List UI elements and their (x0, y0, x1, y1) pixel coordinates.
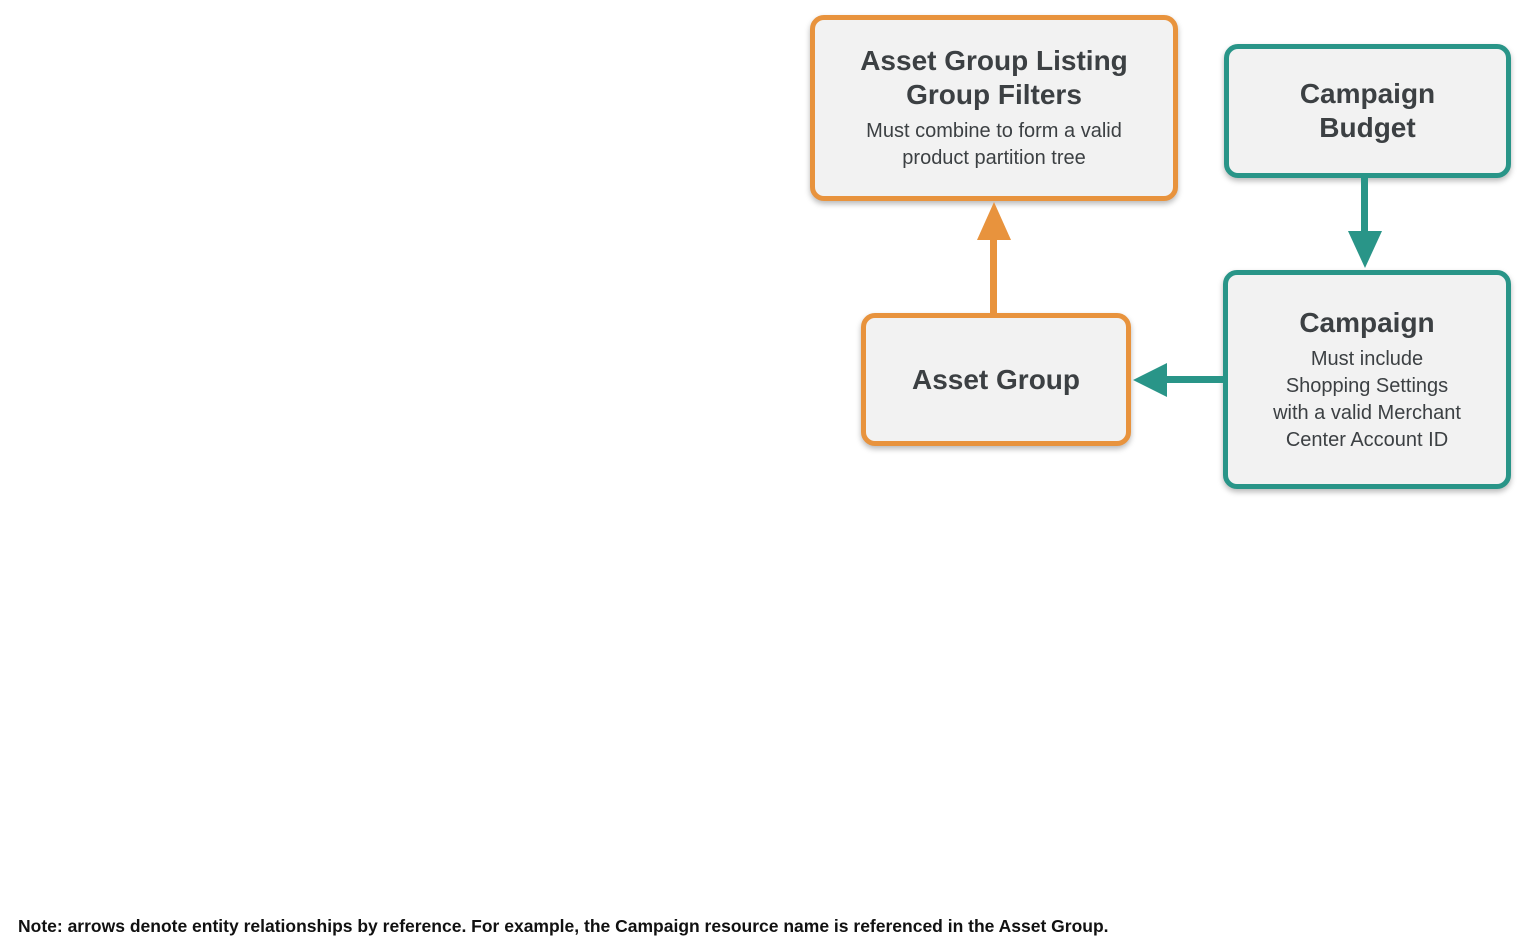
arrow-down-icon (1348, 231, 1382, 268)
arrow-up-icon (977, 202, 1011, 240)
arrow-shaft (1164, 376, 1224, 383)
arrow-shaft (1361, 177, 1368, 235)
arrow-left-icon (1133, 363, 1167, 397)
node-asset-group: Asset Group (861, 313, 1131, 446)
node-title: Asset Group Listing Group Filters (860, 45, 1128, 110)
footnote: Note: arrows denote entity relationships… (18, 916, 1109, 936)
arrow-shaft (990, 232, 997, 314)
node-title: Campaign (1299, 306, 1435, 338)
node-subtitle: Must include Shopping Settings with a va… (1273, 347, 1461, 451)
node-asset-group-listing-group-filters: Asset Group Listing Group Filters Must c… (810, 15, 1178, 201)
node-campaign: Campaign Must include Shopping Settings … (1223, 270, 1511, 489)
node-title: Campaign Budget (1299, 78, 1436, 143)
node-subtitle: Must combine to form a valid product par… (866, 120, 1122, 169)
node-campaign-budget: Campaign Budget (1224, 44, 1511, 178)
node-title: Asset Group (911, 363, 1081, 395)
